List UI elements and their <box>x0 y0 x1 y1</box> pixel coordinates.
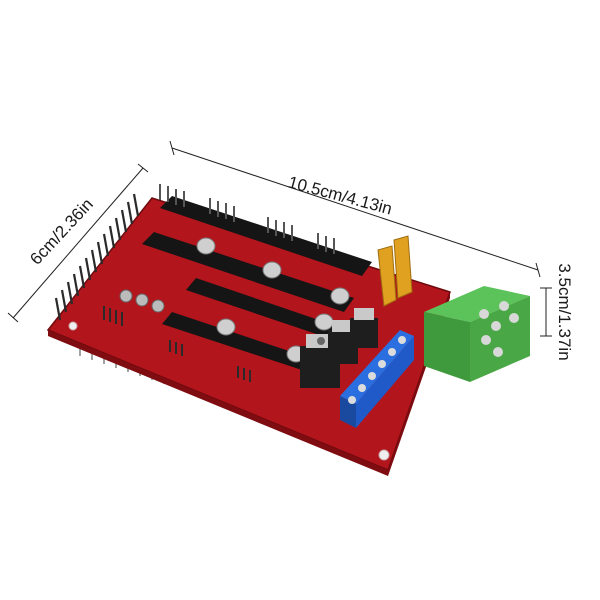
mosfets <box>300 308 378 388</box>
driver-socket <box>142 232 354 312</box>
capacitor-icon <box>330 287 350 305</box>
capacitor-icon <box>262 261 282 279</box>
driver-socket <box>186 278 348 342</box>
width-dimension-line <box>12 167 144 319</box>
left-header-pins <box>54 193 140 321</box>
driver-sockets <box>142 196 372 372</box>
polyfuse-icon <box>393 235 413 299</box>
capacitor-icon <box>135 293 149 307</box>
capacitor-icon <box>314 313 334 331</box>
polyfuses <box>377 235 413 307</box>
blue-terminal-block <box>340 330 414 428</box>
driver-socket <box>160 196 372 276</box>
capacitor-icon <box>216 318 236 336</box>
driver-socket <box>162 312 316 372</box>
length-dimension-line <box>171 147 539 271</box>
capacitor-icon <box>196 237 216 255</box>
dimension-lines <box>7 140 552 337</box>
green-terminal-block <box>424 286 530 382</box>
capacitor-icon <box>151 299 165 313</box>
capacitor-icon <box>119 289 133 303</box>
polyfuse-icon <box>377 245 397 307</box>
mosfet-icon <box>350 318 378 348</box>
height-dimension-label: 3.5cm/1.37in <box>555 263 574 361</box>
pcb-board <box>46 197 451 471</box>
top-header-pins <box>159 184 335 254</box>
